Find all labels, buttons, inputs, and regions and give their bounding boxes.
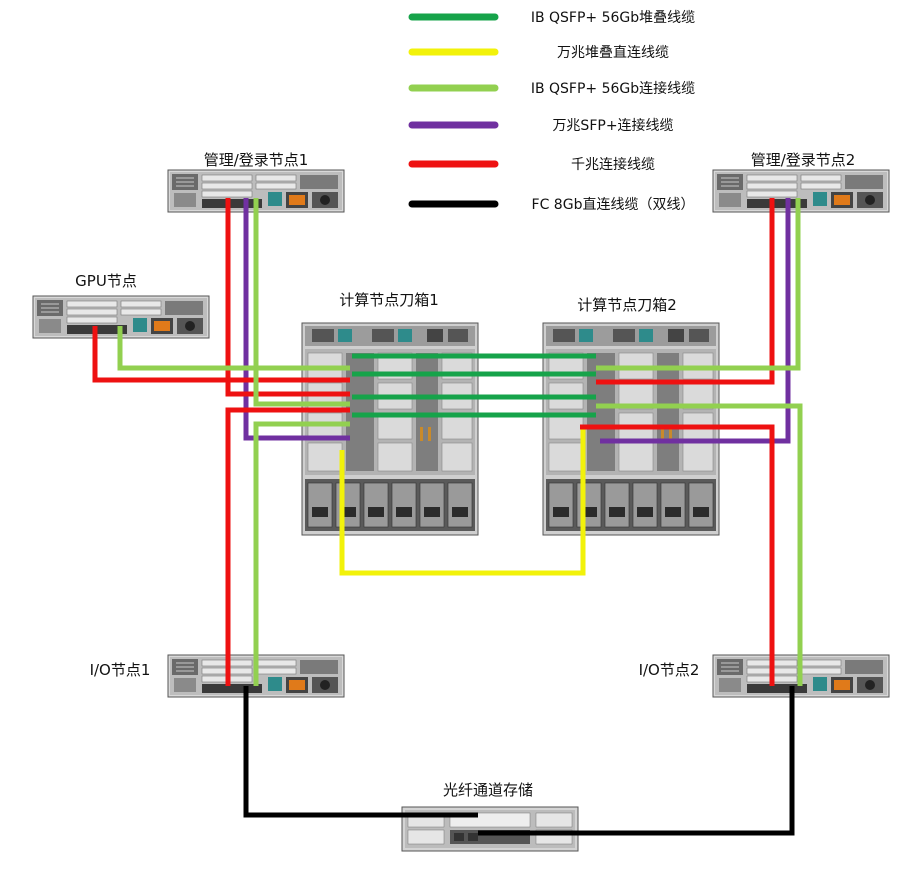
cable-1g-io1: [225, 407, 350, 686]
cable-10g-stack: [339, 425, 586, 576]
cable-1g-gpu: [92, 326, 350, 383]
cable-sfp-mgmt2: [600, 198, 791, 444]
blade-chassis-1-label: 计算节点刀箱1: [339, 291, 439, 309]
io-node-1-label: I/O节点1: [90, 661, 151, 679]
cable-ib-io1: [253, 421, 350, 686]
cable-sfp-mgmt1: [243, 198, 350, 441]
blade-chassis-2-label: 计算节点刀箱2: [577, 296, 677, 314]
cable-fc-io1: [243, 686, 478, 818]
legend-label: FC 8Gb直连线缆（双线）: [532, 196, 695, 213]
legend-label: 千兆连接线缆: [571, 156, 655, 173]
mgmt-node-2: [712, 169, 890, 213]
cable-layer: [92, 198, 803, 836]
legend-label: 万兆堆叠直连线缆: [557, 44, 669, 61]
mgmt-node-2-label: 管理/登录节点2: [751, 151, 856, 169]
cable-fc-io2: [478, 686, 795, 836]
gpu-node-label: GPU节点: [75, 272, 137, 290]
legend-label: IB QSFP+ 56Gb堆叠线缆: [531, 10, 695, 26]
legend-label: 万兆SFP+连接线缆: [552, 117, 673, 134]
mgmt-node-1-label: 管理/登录节点1: [204, 151, 309, 169]
io-node-2-label: I/O节点2: [639, 661, 700, 679]
cable-1g-mgmt1: [225, 198, 350, 397]
cable-1g-mgmt2: [596, 198, 775, 385]
cable-ib-stack-group: [352, 353, 596, 418]
cable-ib-gpu: [117, 326, 350, 371]
cable-ib-io2: [596, 403, 803, 686]
storage-label: 光纤通道存储: [443, 781, 533, 799]
legend-label: IB QSFP+ 56Gb连接线缆: [531, 80, 695, 97]
cable-1g-io2: [580, 424, 775, 686]
cable-ib-mgmt2: [596, 198, 801, 371]
cable-ib-mgmt1: [253, 198, 350, 407]
